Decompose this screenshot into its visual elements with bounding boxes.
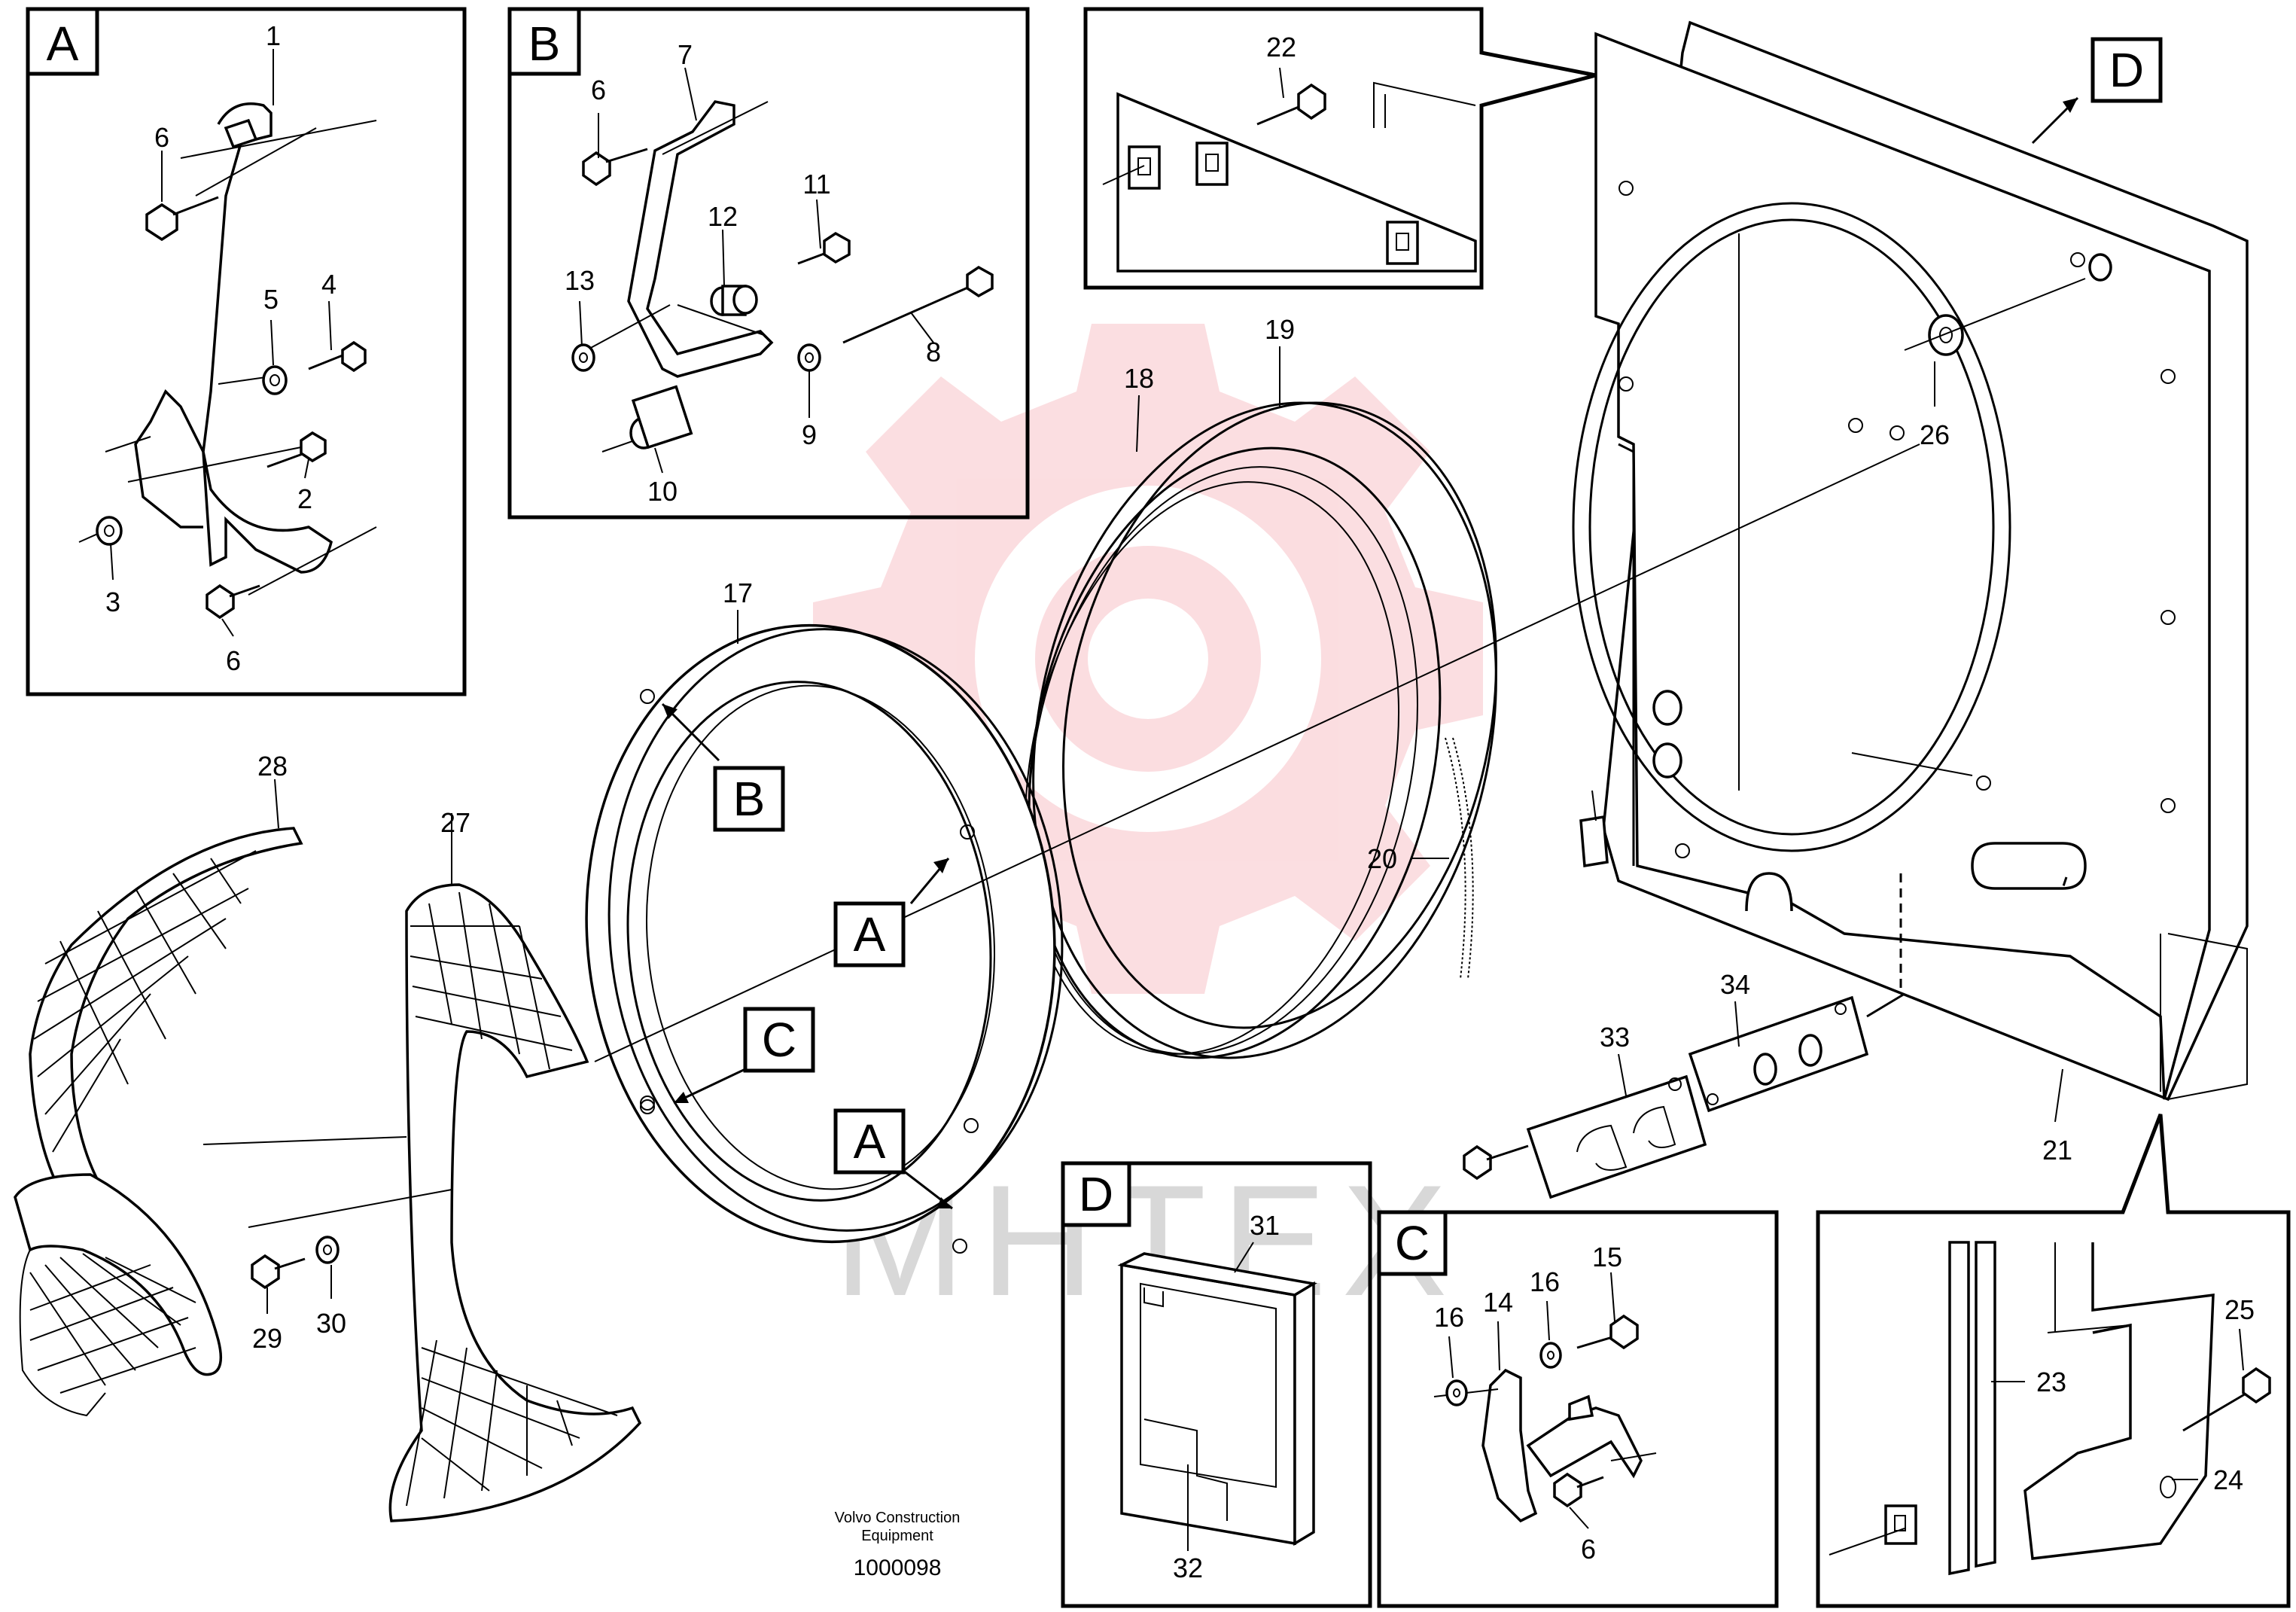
bolt-6-b	[582, 148, 648, 187]
fan-shroud-21	[1572, 20, 2249, 1123]
panel-c: C 15 16 14 16 6	[1377, 1210, 1779, 1608]
callout-c-16-right: 16	[1530, 1266, 1560, 1297]
callout-a-1: 1	[266, 20, 281, 51]
callout-29: 29	[252, 1323, 282, 1354]
callout-18: 18	[1124, 363, 1154, 394]
bottom-right-detail: 25 23 24	[1816, 1114, 2291, 1608]
plate-34	[1688, 995, 1869, 1113]
callout-17: 17	[723, 577, 753, 608]
nut-22-b	[1195, 142, 1229, 186]
maker-line-2: Equipment	[861, 1528, 933, 1544]
tag-c-ring-letter: C	[762, 1013, 796, 1067]
panel-b: B 7 6 11 12 13 8 9 10	[507, 7, 1030, 520]
callout-25: 25	[2224, 1294, 2255, 1325]
tag-a-ring-upper: A	[833, 858, 950, 968]
callout-b-6: 6	[591, 75, 606, 105]
callout-20: 20	[1367, 843, 1397, 874]
tag-a-ring-upper-letter: A	[854, 907, 886, 961]
bolt-29	[251, 1254, 306, 1290]
callout-28: 28	[257, 751, 288, 782]
callout-b-7: 7	[678, 39, 693, 70]
callout-b-9: 9	[802, 419, 817, 450]
callout-27: 27	[440, 807, 470, 838]
callout-b-8: 8	[926, 337, 941, 367]
callout-a-4: 4	[321, 269, 336, 300]
panel-a-letter: A	[47, 17, 79, 71]
callout-c-6: 6	[1581, 1534, 1596, 1565]
maker-line-1: Volvo Construction	[835, 1510, 961, 1526]
callout-26: 26	[1920, 419, 1950, 450]
callout-33: 33	[1600, 1022, 1630, 1053]
callout-b-10: 10	[647, 476, 678, 507]
top-detail-panel: 22	[1083, 7, 1597, 290]
callout-23: 23	[2036, 1367, 2066, 1397]
bolt-6-top	[145, 196, 219, 242]
callout-c-14: 14	[1483, 1287, 1513, 1318]
washer-30	[315, 1236, 340, 1264]
callout-b-13: 13	[565, 265, 595, 296]
washer-5	[262, 365, 288, 395]
callout-21: 21	[2042, 1135, 2072, 1166]
fan-guard-28	[14, 779, 407, 1417]
panel-d-detail: D 31 32	[1061, 1161, 1372, 1608]
fan-guard-27	[248, 813, 642, 1522]
callout-b-11: 11	[802, 169, 830, 200]
callout-c-15: 15	[1592, 1242, 1622, 1272]
callout-34: 34	[1720, 969, 1750, 1000]
nut-23	[1884, 1504, 1917, 1545]
callout-a-6-bottom: 6	[226, 645, 241, 676]
callout-19: 19	[1265, 314, 1295, 345]
assembly-axis	[594, 443, 1920, 1062]
tag-b-ring-letter: B	[733, 772, 766, 826]
callout-a-2: 2	[297, 483, 312, 514]
panel-a: A 1 6 5 4 2 3 6	[26, 7, 467, 696]
grommet-26	[1928, 314, 1964, 356]
guard-28-mesh	[29, 850, 257, 1394]
plate-33	[1526, 1074, 1707, 1199]
bolt-15	[1576, 1314, 1639, 1350]
panel-c-letter: C	[1395, 1216, 1430, 1270]
bolt-22	[1256, 83, 1326, 126]
callout-c-16-left: 16	[1434, 1302, 1464, 1333]
tag-c-ring: C	[673, 1007, 815, 1105]
washer-16-left	[1445, 1379, 1468, 1406]
tag-a-ring-lower-letter: A	[854, 1114, 886, 1169]
washer-9	[797, 343, 821, 372]
guard-27-mesh	[406, 891, 618, 1507]
callout-30: 30	[316, 1308, 346, 1339]
panel-d-detail-letter: D	[1079, 1167, 1113, 1221]
callout-32: 32	[1173, 1553, 1203, 1583]
callout-a-6-top: 6	[154, 122, 169, 153]
tag-d-main: D	[2031, 37, 2163, 145]
washer-13	[571, 343, 595, 372]
callout-b-12: 12	[708, 201, 738, 232]
washer-16-right	[1539, 1342, 1562, 1369]
clamp-19	[1579, 790, 1609, 868]
tag-d-main-letter: D	[2109, 43, 2144, 97]
callout-a-5: 5	[263, 284, 279, 315]
callout-24: 24	[2213, 1464, 2243, 1495]
spacer-10	[629, 385, 693, 449]
tag-b-ring: B	[661, 702, 785, 832]
spacer-3	[96, 516, 123, 546]
callout-22: 22	[1266, 32, 1296, 62]
callout-31: 31	[1250, 1210, 1280, 1241]
tag-a-ring-lower: A	[833, 1108, 953, 1210]
panel-b-letter: B	[528, 17, 561, 71]
document-number: 1000098	[854, 1556, 942, 1580]
bolt-4	[308, 340, 367, 373]
spacer-12	[710, 285, 758, 316]
ring-18-19	[1024, 346, 1609, 1059]
bolt-6-bottom	[206, 584, 260, 620]
bolt-2	[266, 431, 327, 468]
bolt-8	[842, 265, 994, 344]
bolt-33	[1463, 1144, 1529, 1181]
bolt-6-c	[1553, 1472, 1604, 1508]
callout-a-3: 3	[105, 587, 120, 617]
nut-22-c	[1386, 221, 1419, 265]
bolt-11	[797, 231, 851, 265]
nut-22-a	[1128, 145, 1161, 190]
bolt-25	[2182, 1367, 2271, 1432]
